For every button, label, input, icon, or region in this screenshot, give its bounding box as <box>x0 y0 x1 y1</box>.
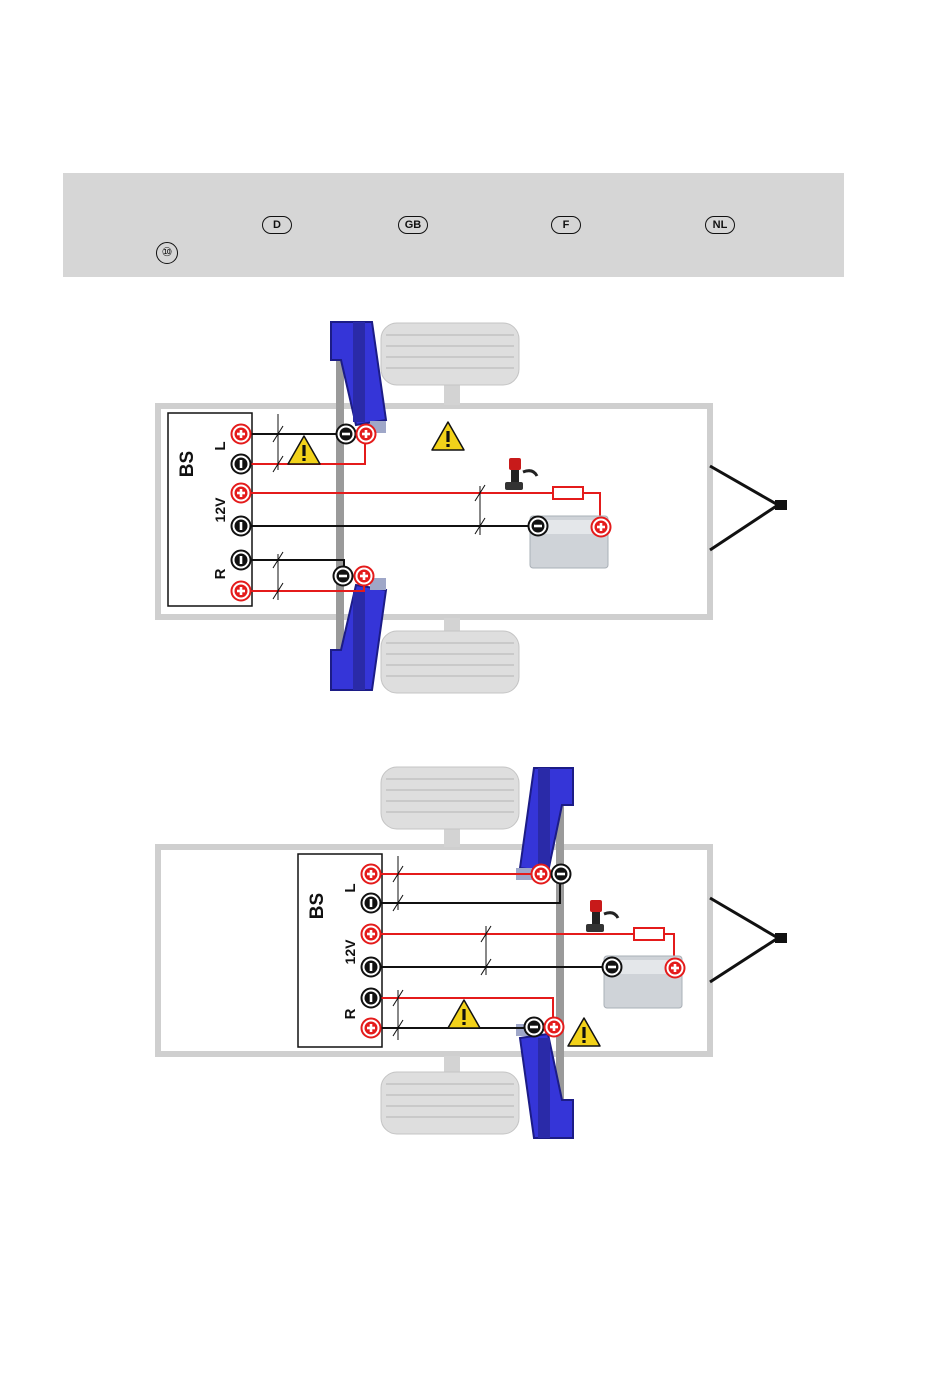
minus-terminal-icon <box>362 894 381 913</box>
plus-terminal-icon <box>362 925 381 944</box>
label-12v: 12V <box>342 939 358 965</box>
wiring-diagram-top: BS L 12V R <box>0 300 950 710</box>
minus-terminal-icon <box>232 517 251 536</box>
label-r: R <box>212 568 229 579</box>
minus-terminal-icon <box>525 1018 544 1037</box>
label-r: R <box>342 1008 359 1019</box>
wiring-diagram-bottom: BS L 12V R <box>0 760 950 1150</box>
plus-terminal-icon <box>362 865 381 884</box>
plus-terminal-icon <box>357 425 376 444</box>
warning-icon <box>568 1018 600 1046</box>
minus-terminal-icon <box>603 958 622 977</box>
warning-icon <box>448 1000 480 1028</box>
minus-terminal-icon <box>362 989 381 1008</box>
trailer-frame <box>158 847 710 1054</box>
tire-bottom <box>381 631 519 693</box>
label-12v: 12V <box>212 497 228 523</box>
plus-terminal-icon <box>592 518 611 537</box>
minus-terminal-icon <box>337 425 356 444</box>
warning-icon <box>288 436 320 464</box>
actuator-left-top <box>516 768 573 880</box>
label-l: L <box>342 883 359 892</box>
page-marker: ⑩ <box>156 242 178 264</box>
main-switch-icon <box>505 458 537 490</box>
axle-rod <box>336 330 344 690</box>
label-l: L <box>212 441 229 450</box>
minus-terminal-icon <box>232 551 251 570</box>
minus-terminal-icon <box>334 567 353 586</box>
wire-r-minus <box>250 560 344 576</box>
plus-terminal-icon <box>666 959 685 978</box>
minus-terminal-icon <box>552 865 571 884</box>
drawbar <box>710 466 778 550</box>
main-switch-icon <box>586 900 618 932</box>
plus-terminal-icon <box>232 484 251 503</box>
fuse-icon <box>553 487 583 499</box>
plus-terminal-icon <box>362 1019 381 1038</box>
plus-terminal-icon <box>545 1018 564 1037</box>
tire-bottom <box>381 1072 519 1134</box>
tire-top <box>381 323 519 385</box>
plus-terminal-icon <box>355 567 374 586</box>
plus-terminal-icon <box>232 425 251 444</box>
drawbar <box>710 898 778 982</box>
fuse-icon <box>634 928 664 940</box>
minus-terminal-icon <box>362 958 381 977</box>
warning-icon <box>432 422 464 450</box>
control-box-label: BS <box>307 893 328 919</box>
actuator-right-bottom <box>516 1024 573 1138</box>
language-badge-f[interactable]: F <box>551 216 581 234</box>
language-badge-nl[interactable]: NL <box>705 216 735 234</box>
minus-terminal-icon <box>529 517 548 536</box>
control-box-label: BS <box>177 451 198 477</box>
plus-terminal-icon <box>232 582 251 601</box>
tire-top <box>381 767 519 829</box>
plus-terminal-icon <box>532 865 551 884</box>
language-badge-d[interactable]: D <box>262 216 292 234</box>
minus-terminal-icon <box>232 455 251 474</box>
language-badge-gb[interactable]: GB <box>398 216 428 234</box>
